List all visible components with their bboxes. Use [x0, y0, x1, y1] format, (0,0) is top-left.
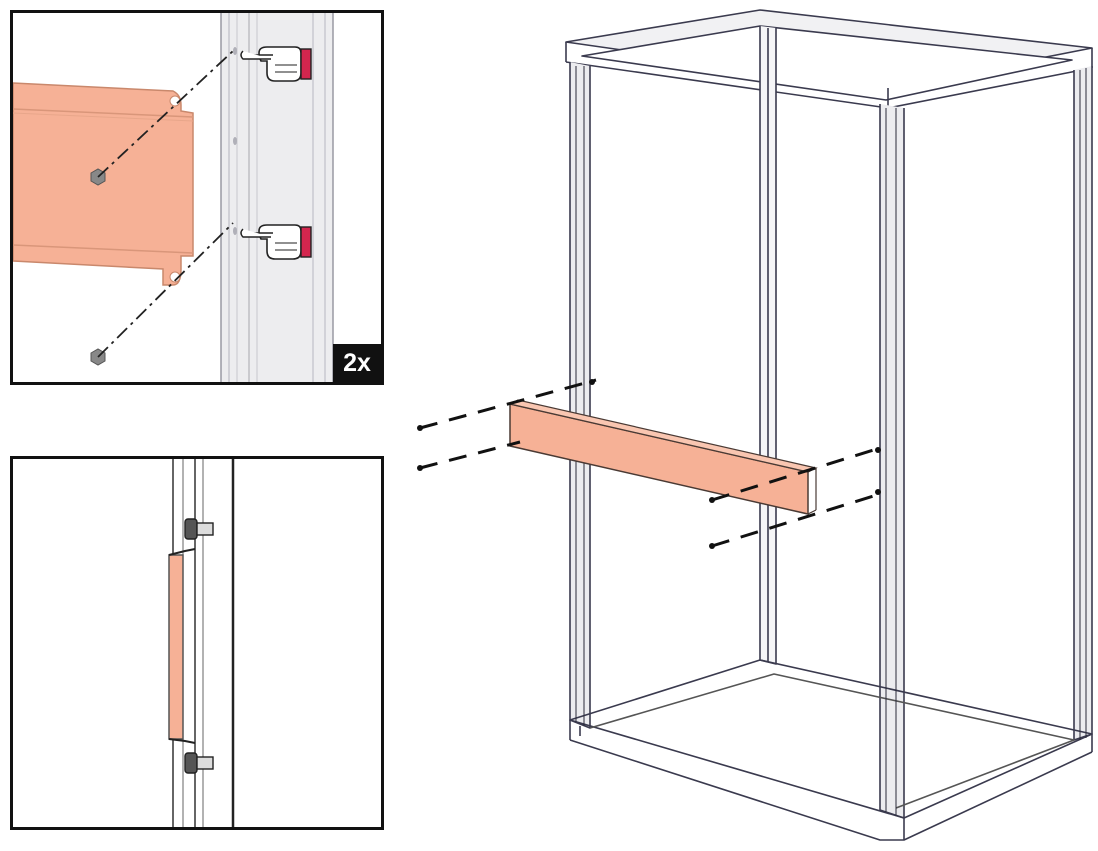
bracket-installed: [508, 399, 818, 515]
detail-bottom-drawing: [168, 459, 235, 827]
guide-endpoints: [417, 379, 881, 549]
frame-structure: [565, 9, 1093, 841]
detail-panel-bottom: [10, 456, 384, 830]
pointing-hand-icon: [240, 46, 312, 82]
bracket-side: [168, 548, 196, 744]
detail-panel-top: 2x: [10, 10, 384, 385]
installation-guide-lines: [419, 378, 881, 548]
pointing-hand-icon: [240, 224, 312, 260]
guide-lines: [97, 50, 234, 358]
detail-top-drawing: [13, 13, 334, 382]
frame-detail-lines: [575, 66, 1087, 816]
quantity-badge: 2x: [333, 344, 381, 382]
bracket: [13, 82, 194, 286]
bolt-icon: [184, 518, 214, 774]
